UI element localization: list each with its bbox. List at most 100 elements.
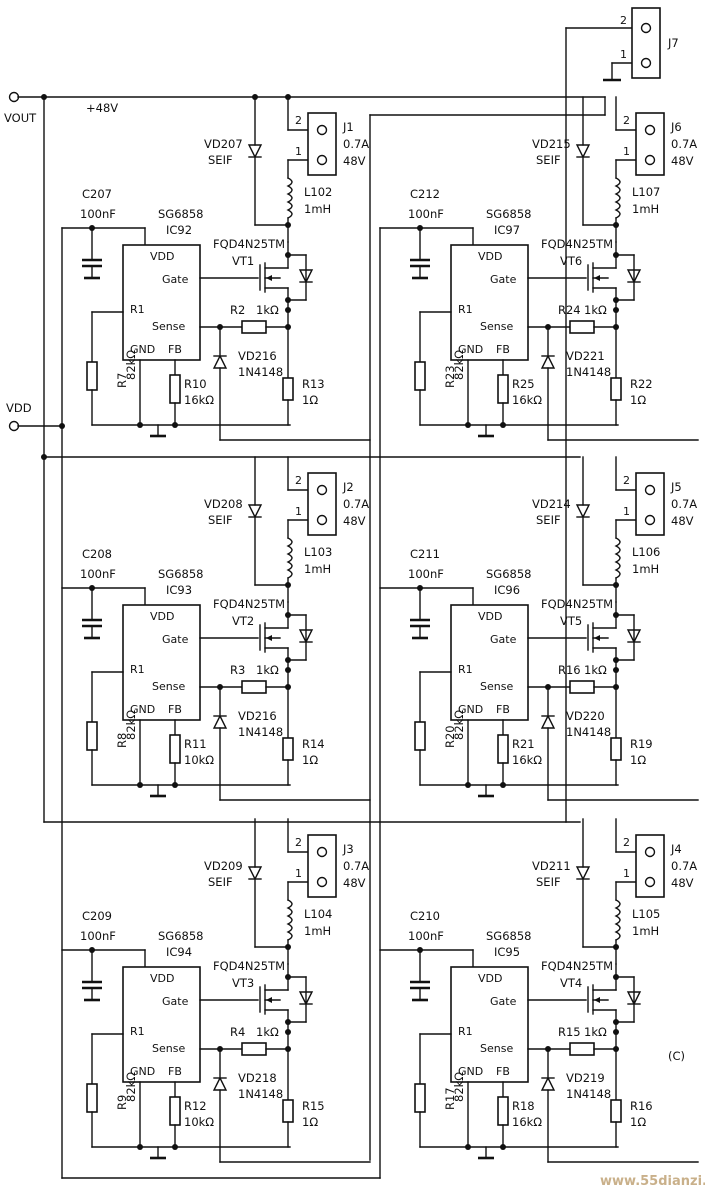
- vout-label: VOUT: [4, 111, 37, 125]
- rs-value: 1kΩ: [584, 663, 607, 677]
- controller-ic: [450, 966, 529, 1083]
- pin-gate: Gate: [162, 995, 189, 1008]
- pin-fb: FB: [496, 703, 510, 716]
- pin-fb: FB: [168, 343, 182, 356]
- ic-type: SG6858: [158, 929, 203, 943]
- pin-gnd: GND: [130, 703, 155, 716]
- cap-ref: C208: [82, 547, 112, 561]
- rail-label: +48V: [86, 101, 118, 115]
- channel-2: C212 100nF SG6858 IC97 VDD Gate R1 Sense…: [379, 96, 699, 441]
- connector-current: 0.7A: [343, 497, 369, 511]
- conn-pin1: 1: [623, 867, 630, 880]
- mosfet-type: FQD4N25TM: [541, 597, 613, 611]
- connector-current: 0.7A: [671, 137, 697, 151]
- ic-type: SG6858: [158, 207, 203, 221]
- controller-ic: [450, 244, 529, 361]
- diode-type: 1N4148: [238, 1087, 283, 1101]
- diode-ref: VD219: [566, 1071, 605, 1085]
- inductor-ref: L107: [632, 185, 660, 199]
- connector-voltage: 48V: [671, 876, 694, 890]
- rsense-ref: R22: [630, 377, 653, 391]
- channel-5: C209 100nF SG6858 IC94 VDD Gate R1 Sense…: [61, 818, 371, 1163]
- pin-gnd: GND: [458, 1065, 483, 1078]
- rt-ref: R17: [443, 1087, 457, 1110]
- diode-ref: VD218: [238, 1071, 277, 1085]
- connector-current: 0.7A: [343, 859, 369, 873]
- inductor-ref: L106: [632, 545, 660, 559]
- pin-gate: Gate: [490, 995, 517, 1008]
- rt-ref: R9: [115, 1095, 129, 1110]
- conn-pin1: 1: [295, 505, 302, 518]
- connector-ref: J3: [342, 842, 354, 856]
- watermark: www.55dianzi.com: [600, 1174, 705, 1189]
- rs-value: 1kΩ: [256, 1025, 279, 1039]
- rt-ref: R7: [115, 373, 129, 388]
- connector-current: 0.7A: [343, 137, 369, 151]
- tvs-type: SEIF: [208, 875, 233, 889]
- mosfet-ref: VT2: [232, 614, 254, 628]
- pin-vdd: VDD: [150, 610, 174, 623]
- global-wiring: 2 1 J7 VOUT +48V VDD (C) www.55dianzi.co…: [4, 7, 705, 1189]
- inductor-value: 1mH: [304, 924, 331, 938]
- controller-ic: [122, 604, 201, 721]
- inductor-value: 1mH: [304, 202, 331, 216]
- cap-value: 100nF: [80, 207, 116, 221]
- mosfet-type: FQD4N25TM: [213, 597, 285, 611]
- pin-fb: FB: [496, 1065, 510, 1078]
- rfb-value: 16kΩ: [184, 393, 214, 407]
- tvs-ref: VD211: [532, 859, 571, 873]
- rsense-value: 1Ω: [302, 753, 318, 767]
- pin-gnd: GND: [130, 1065, 155, 1078]
- diode-ref: VD220: [566, 709, 605, 723]
- ic-type: SG6858: [486, 207, 531, 221]
- figure-mark: (C): [668, 1049, 685, 1063]
- rt-ref: R20: [443, 725, 457, 748]
- tvs-type: SEIF: [208, 513, 233, 527]
- connector-voltage: 48V: [343, 514, 366, 528]
- cap-ref: C207: [82, 187, 112, 201]
- rfb-ref: R10: [184, 377, 207, 391]
- pin-r1: R1: [458, 663, 473, 676]
- connector-current: 0.7A: [671, 859, 697, 873]
- rsense-value: 1Ω: [630, 753, 646, 767]
- diode-type: 1N4148: [566, 725, 611, 739]
- diode-ref: VD221: [566, 349, 605, 363]
- rsense-ref: R19: [630, 737, 653, 751]
- conn-pin2: 2: [623, 836, 630, 849]
- pin-vdd: VDD: [150, 972, 174, 985]
- ic-type: SG6858: [158, 567, 203, 581]
- diode-ref: VD216: [238, 349, 277, 363]
- inductor-value: 1mH: [632, 202, 659, 216]
- tvs-ref: VD207: [204, 137, 243, 151]
- rsense-value: 1Ω: [630, 393, 646, 407]
- cap-ref: C211: [410, 547, 440, 561]
- rsense-ref: R14: [302, 737, 325, 751]
- rs-ref: R2: [230, 303, 245, 317]
- conn-pin2: 2: [295, 836, 302, 849]
- pin-gate: Gate: [162, 633, 189, 646]
- channel-6: C210 100nF SG6858 IC95 VDD Gate R1 Sense…: [379, 818, 699, 1163]
- pin-vdd: VDD: [150, 250, 174, 263]
- mosfet-ref: VT4: [560, 976, 582, 990]
- pin-gnd: GND: [130, 343, 155, 356]
- diode-ref: VD216: [238, 709, 277, 723]
- inductor-ref: L105: [632, 907, 660, 921]
- output-connector: [635, 112, 665, 176]
- pin-r1: R1: [458, 303, 473, 316]
- connector-ref: J5: [670, 480, 682, 494]
- tvs-ref: VD214: [532, 497, 571, 511]
- connector-current: 0.7A: [671, 497, 697, 511]
- ic-ref: IC92: [166, 223, 192, 237]
- tvs-type: SEIF: [536, 875, 561, 889]
- rsense-ref: R16: [630, 1099, 653, 1113]
- connector-ref: J1: [342, 120, 354, 134]
- output-connector: [635, 834, 665, 898]
- j7-pin1: 1: [620, 48, 627, 61]
- connector-ref: J2: [342, 480, 354, 494]
- pin-r1: R1: [130, 303, 145, 316]
- mosfet-type: FQD4N25TM: [213, 237, 285, 251]
- j7-pin2: 2: [620, 14, 627, 27]
- ic-ref: IC97: [494, 223, 520, 237]
- rs-ref: R24: [558, 303, 581, 317]
- diode-type: 1N4148: [238, 725, 283, 739]
